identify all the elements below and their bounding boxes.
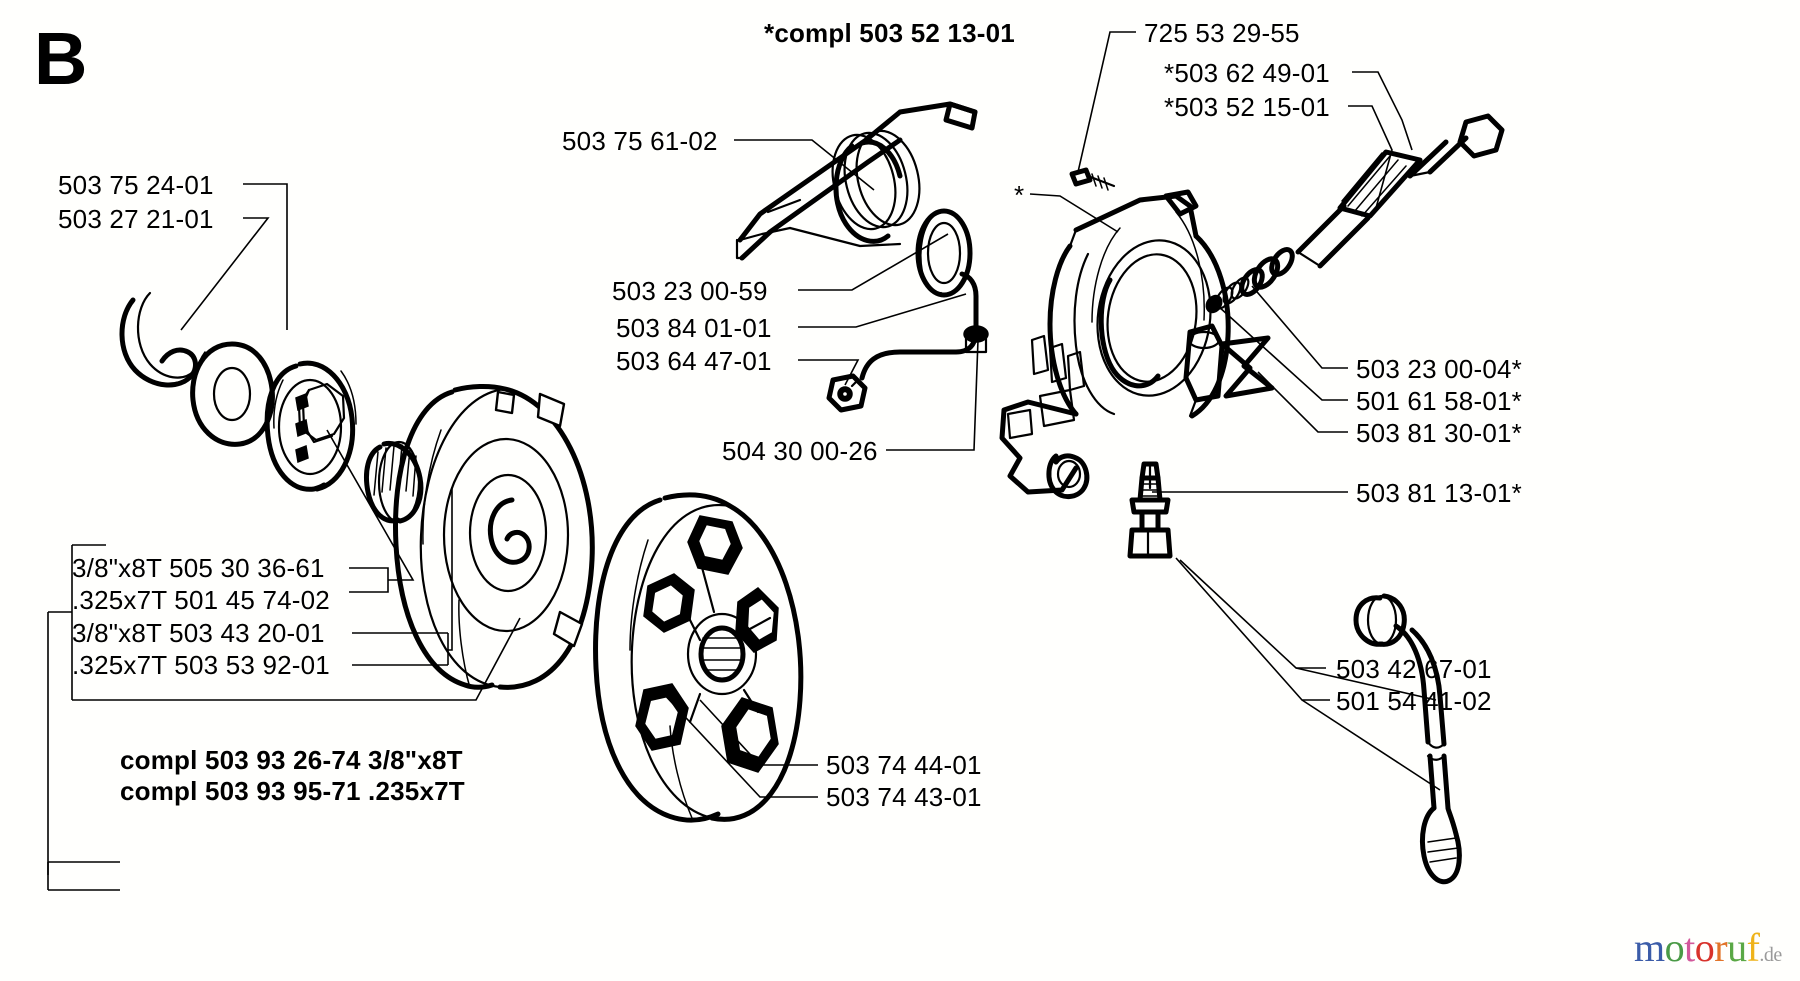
part-clip [1219, 335, 1275, 399]
part-label-503-27-21-01: 503 27 21-01 [58, 204, 214, 234]
part-circlip [119, 291, 198, 388]
part-label-503-23-00-59: 503 23 00-59 [612, 276, 768, 306]
motoruf-watermark: motoruf.de [1634, 928, 1782, 968]
part-pump-housing [999, 189, 1231, 499]
part-label-503-52-15-01: *503 52 15-01 [1164, 92, 1330, 122]
part-label-503-74-44-01: 503 74 44-01 [826, 750, 982, 780]
part-ring-washer [915, 208, 973, 298]
part-clutch-drum [393, 384, 595, 690]
part-label-503-75-61-02: 503 75 61-02 [562, 126, 718, 156]
part-label-504-30-00-26: 504 30 00-26 [722, 436, 878, 466]
watermark-letter: u [1727, 925, 1747, 970]
part-label-501-61-58-01: 501 61 58-01* [1356, 386, 1522, 416]
part-label-asterisk: * [1014, 180, 1025, 210]
title-note: *compl 503 52 13-01 [764, 18, 1015, 48]
part-label-503-23-00-04: 503 23 00-04* [1356, 354, 1522, 384]
part-label-503-64-47-01: 503 64 47-01 [616, 346, 772, 376]
part-label-503-42-67-01: 503 42 67-01 [1336, 654, 1492, 684]
part-clutch-assembly [593, 492, 804, 823]
part-label-503-75-24-01: 503 75 24-01 [58, 170, 214, 200]
part-screw [1069, 167, 1116, 191]
leader-lines-center [659, 139, 1119, 798]
part-label-503-74-43-01: 503 74 43-01 [826, 782, 982, 812]
watermark-letters: motoruf [1634, 925, 1760, 970]
watermark-suffix: .de [1759, 944, 1782, 966]
part-label-503-81-30-01: 503 81 30-01* [1356, 418, 1522, 448]
part-rim-sprocket [264, 360, 357, 492]
part-label-505-30-36-61: 3/8"x8T 505 30 36-61 [72, 553, 325, 583]
part-washer [190, 341, 275, 447]
part-label-501-45-74-02: .325x7T 501 45 74-02 [72, 585, 330, 615]
part-small-nut [826, 373, 868, 413]
watermark-letter: f [1746, 925, 1760, 970]
part-label-503-81-13-01: 503 81 13-01* [1356, 478, 1522, 508]
part-worm-shaft [1205, 113, 1505, 314]
part-label-503-84-01-01: 503 84 01-01 [616, 313, 772, 343]
part-label-compl-503-93-95-71: compl 503 93 95-71 .235x7T [120, 776, 465, 806]
watermark-letter: m [1634, 925, 1665, 970]
watermark-letter: o [1694, 925, 1715, 970]
part-label-501-54-41-02: 501 54 41-02 [1336, 686, 1492, 716]
section-letter: B [34, 17, 87, 100]
part-plunger [1127, 461, 1173, 559]
part-label-503-43-20-01: 3/8"x8T 503 43 20-01 [72, 618, 325, 648]
part-needle-bearing [364, 440, 424, 524]
part-label-503-62-49-01: *503 62 49-01 [1164, 58, 1330, 88]
watermark-letter: t [1684, 925, 1695, 970]
part-oil-hose [1353, 593, 1462, 885]
part-pump-rod [850, 271, 989, 388]
part-label-725-53-29-55: 725 53 29-55 [1144, 18, 1300, 48]
watermark-letter: o [1664, 925, 1685, 970]
watermark-letter: r [1714, 925, 1728, 970]
part-label-compl-503-93-26-74: compl 503 93 26-74 3/8"x8T [120, 745, 463, 775]
part-spring-arm [735, 101, 978, 261]
part-label-503-53-92-01: .325x7T 503 53 92-01 [72, 650, 330, 680]
